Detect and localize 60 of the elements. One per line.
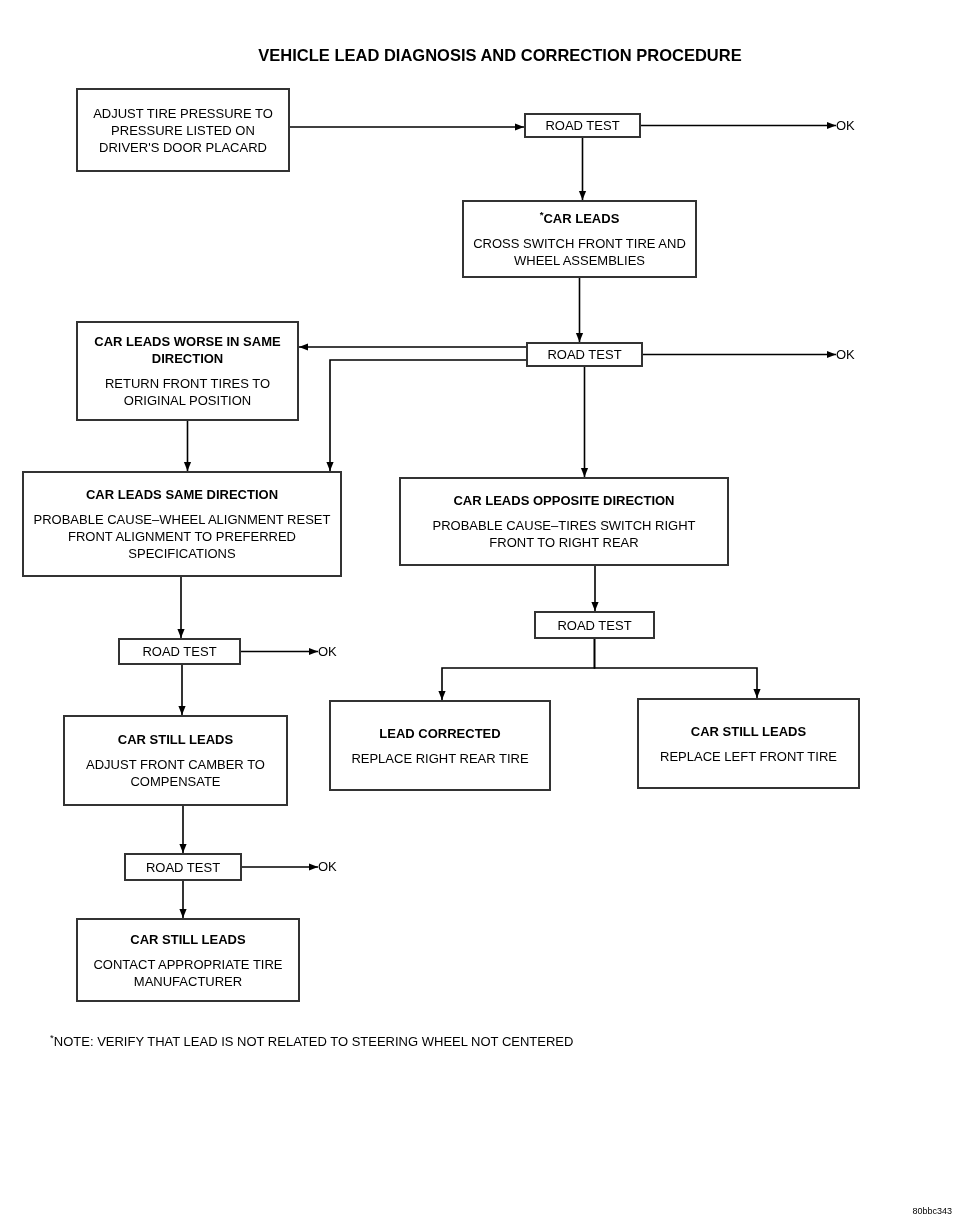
process-box bbox=[76, 88, 290, 172]
arrow bbox=[289, 123, 525, 131]
arrow bbox=[578, 137, 587, 201]
box-text: CROSS SWITCH FRONT TIRE AND WHEEL ASSEMBLIES bbox=[472, 234, 687, 269]
process-box bbox=[63, 715, 288, 806]
box-heading: CAR STILL LEADS bbox=[130, 930, 246, 948]
figure-code: 80bbc343 bbox=[912, 1205, 952, 1218]
outcome-label: OK bbox=[318, 642, 337, 660]
arrow bbox=[179, 880, 187, 919]
process-box bbox=[637, 698, 860, 789]
box-heading: $^{*}$CAR LEADS bbox=[539, 209, 620, 227]
process-box bbox=[399, 477, 729, 566]
arrow bbox=[177, 576, 185, 639]
box-text: ROAD TEST bbox=[547, 346, 622, 363]
arrow bbox=[178, 664, 186, 716]
box-heading: LEAD CORRECTED bbox=[379, 724, 501, 742]
footnote: $^{*}$NOTE: VERIFY THAT LEAD IS NOT RELATED TO STEERING WHEEL NOT CENTERED bbox=[50, 1032, 574, 1051]
outcome-label: OK bbox=[836, 345, 855, 363]
road-test-box bbox=[524, 113, 641, 138]
arrow bbox=[575, 277, 584, 343]
box-heading: CAR LEADS SAME DIRECTION bbox=[85, 486, 279, 503]
arrow bbox=[179, 805, 187, 854]
box-text: ADJUST FRONT CAMBER TO COMPENSATE bbox=[85, 756, 266, 790]
box-text: REPLACE RIGHT REAR TIRE bbox=[351, 749, 529, 767]
arrow bbox=[326, 359, 527, 472]
outcome-label: OK bbox=[318, 857, 337, 875]
box-text: ADJUST TIRE PRESSURE TO PRESSURE LISTED ON DRIVER'S DOOR PLACARD bbox=[92, 104, 274, 156]
process-box bbox=[329, 700, 551, 791]
box-text: ROAD TEST bbox=[557, 616, 632, 634]
arrow bbox=[298, 343, 527, 351]
arrow bbox=[591, 565, 599, 612]
arrow bbox=[640, 121, 837, 130]
arrow bbox=[580, 366, 589, 478]
box-text: RETURN FRONT TIRES TO ORIGINAL POSITION bbox=[103, 375, 272, 409]
road-test-box bbox=[118, 638, 241, 665]
box-heading: CAR STILL LEADS bbox=[690, 722, 807, 740]
box-text: ROAD TEST bbox=[145, 858, 221, 876]
process-box bbox=[76, 918, 300, 1002]
box-text: ROAD TEST bbox=[545, 117, 620, 134]
box-heading: CAR LEADS OPPOSITE DIRECTION bbox=[453, 492, 675, 509]
box-text: PROBABLE CAUSE–WHEEL ALIGNMENT RESET FRONT ALIGNMENT TO PREFERRED SPECIFICATIONS bbox=[32, 511, 332, 562]
diagram-title: VEHICLE LEAD DIAGNOSIS AND CORRECTION PROCEDURE bbox=[257, 45, 743, 66]
box-text: PROBABLE CAUSE–TIRES SWITCH RIGHT FRONT TO RIGHT REAR bbox=[431, 517, 697, 551]
box-text: ROAD TEST bbox=[142, 643, 217, 660]
box-heading: CAR STILL LEADS bbox=[117, 731, 234, 748]
road-test-box bbox=[526, 342, 643, 367]
box-text: CONTACT APPROPRIATE TIRE MANUFACTURER bbox=[92, 955, 284, 990]
box-text: REPLACE LEFT FRONT TIRE bbox=[660, 747, 837, 765]
road-test-box bbox=[534, 611, 655, 639]
arrow bbox=[241, 863, 319, 871]
arrow bbox=[183, 420, 192, 472]
outcome-label: OK bbox=[836, 116, 855, 134]
process-box bbox=[22, 471, 342, 577]
road-test-box bbox=[124, 853, 242, 881]
arrow bbox=[642, 350, 837, 359]
process-box bbox=[462, 200, 697, 278]
arrow bbox=[240, 647, 319, 656]
box-heading: CAR LEADS WORSE IN SAME DIRECTION bbox=[93, 333, 282, 367]
process-box bbox=[76, 321, 299, 421]
arrow bbox=[593, 638, 761, 699]
